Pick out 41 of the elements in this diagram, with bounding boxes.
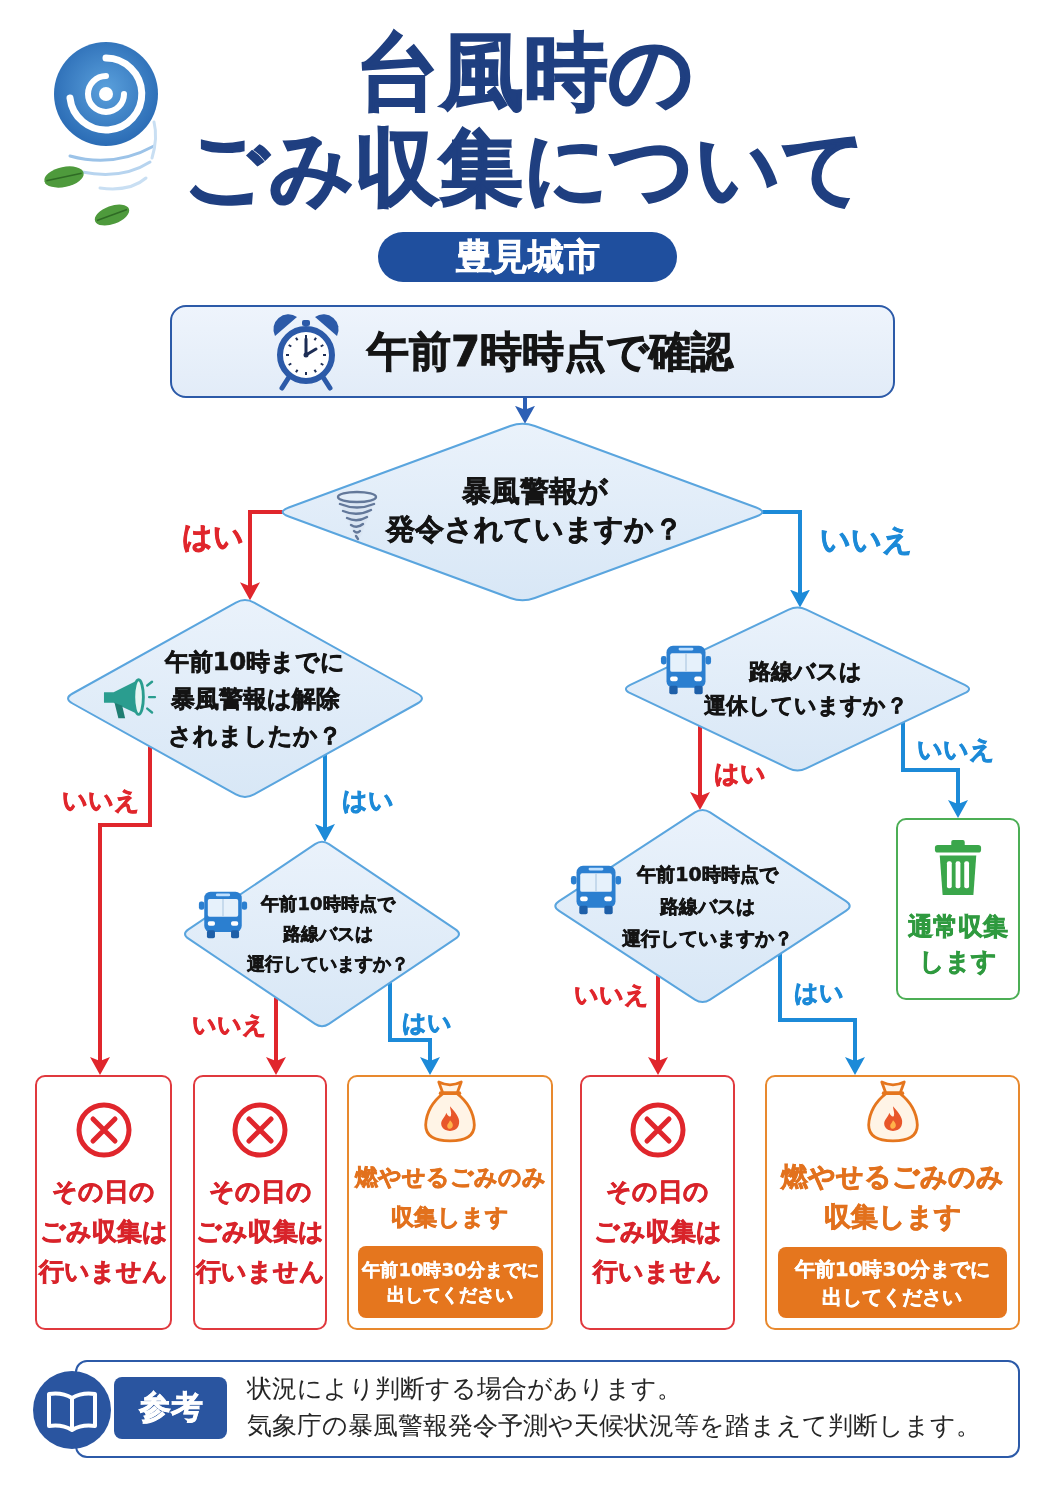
- result-box: [896, 818, 1020, 1000]
- question-text: 路線バスは運休していますか？: [703, 658, 908, 720]
- deadline-banner: 午前10時30分までに出してください: [778, 1247, 1007, 1318]
- flow-arrow: [315, 754, 335, 842]
- result-text: 通常収集します: [908, 911, 1008, 978]
- question-text: 午前10時までに暴風警報は解除されましたか？: [164, 646, 346, 751]
- flow-arrow: [90, 746, 152, 1075]
- edge-label: はい: [400, 1010, 454, 1038]
- flow-arrow: [388, 982, 440, 1075]
- result-text: その日のごみ収集は行いません: [39, 1176, 168, 1288]
- start-text: 午前7時時点で確認: [367, 326, 734, 377]
- result-text: 燃やせるごみのみ収集します: [781, 1160, 1004, 1234]
- edge-label: はい: [792, 980, 846, 1008]
- flow-arrow: [266, 997, 286, 1075]
- question-text: 午前10時時点で路線バスは運行していますか？: [247, 892, 409, 976]
- edge-label: はい: [712, 760, 768, 789]
- result-text: その日のごみ収集は行いません: [593, 1176, 722, 1288]
- edge-label: はい: [340, 787, 396, 816]
- flow-arrow: [515, 398, 535, 424]
- flow-arrow: [648, 975, 668, 1075]
- note-text: 気象庁の暴風警報発令予測や天候状況等を踏まえて判断します。: [247, 1411, 981, 1441]
- question-text: 午前10時時点で路線バスは運行していますか？: [622, 862, 793, 951]
- question-text: 暴風警報が発令されていますか？: [386, 473, 683, 548]
- note-text: 状況により判断する場合があります。: [247, 1374, 682, 1404]
- result-box: [765, 1075, 1020, 1330]
- reference-tab: 参考: [114, 1377, 227, 1439]
- result-text: その日のごみ収集は行いません: [195, 1176, 325, 1288]
- result-box: [580, 1075, 735, 1330]
- flow-arrow: [762, 510, 810, 608]
- flow-arrow: [778, 953, 865, 1075]
- title: 台風時のごみ収集について: [182, 24, 868, 216]
- city-banner: 豊見城市: [378, 232, 677, 282]
- result-box: [35, 1075, 172, 1330]
- result-box: [347, 1075, 553, 1330]
- flow-arrow: [901, 722, 968, 818]
- flow-arrow: [690, 725, 710, 810]
- flow-arrow: [240, 510, 283, 601]
- start-box: [170, 305, 895, 398]
- result-box: [193, 1075, 327, 1330]
- deadline-banner: 午前10時30分までに出してください: [358, 1246, 543, 1318]
- result-text: 燃やせるごみのみ収集します: [354, 1163, 546, 1232]
